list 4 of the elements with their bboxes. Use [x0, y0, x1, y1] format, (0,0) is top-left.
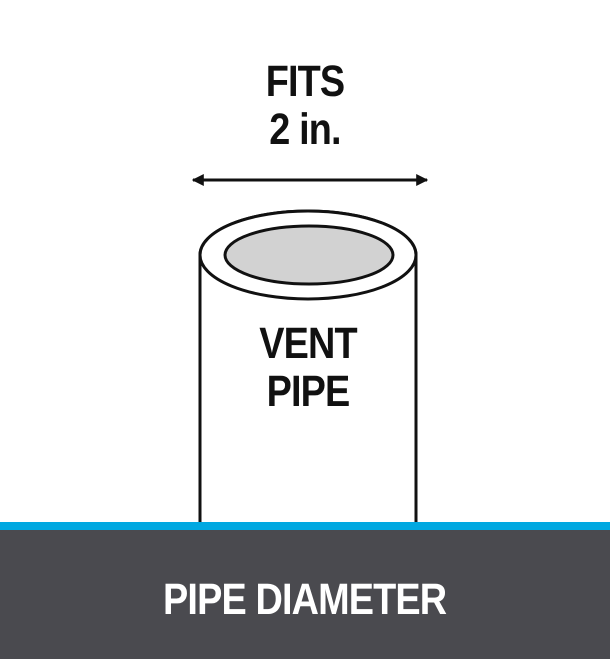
footer-band — [0, 522, 610, 659]
dimension-label: FITS 2 in. — [264, 58, 346, 154]
caption-text: PIPE DIAMETER — [163, 576, 447, 624]
pipe-label: VENT PIPE — [258, 320, 358, 416]
